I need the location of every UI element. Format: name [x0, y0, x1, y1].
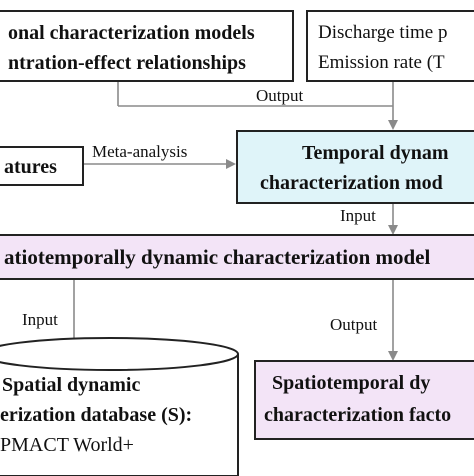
- edge-label-output-bottom: Output: [330, 315, 378, 334]
- edge-label-input-mid: Input: [340, 206, 376, 225]
- edge-label-output-top: Output: [256, 86, 304, 105]
- temporal-models-box: Temporal dynam characterization mod: [236, 130, 474, 204]
- features-line-1: atures: [4, 156, 57, 178]
- traditional-models-line-1: onal characterization models: [8, 22, 255, 44]
- spatial-database-line-2: erization database (S):: [0, 404, 193, 426]
- spatiotemporal-models-box: atiotemporally dynamic characterization …: [0, 234, 474, 280]
- spatial-database-line-1: Spatial dynamic: [2, 374, 141, 396]
- temporal-models-line-1: Temporal dynam: [302, 142, 449, 164]
- discharge-info-box: Discharge time p Emission rate (T: [306, 10, 474, 82]
- spatial-database-line-3: PMACT World+: [0, 434, 134, 456]
- spatial-database-cylinder: Spatial dynamic erization database (S): …: [0, 336, 240, 476]
- edge-label-input-left: Input: [22, 310, 58, 329]
- database-cylinder-shape: [0, 337, 239, 476]
- features-box: atures: [0, 146, 84, 186]
- traditional-models-line-2: ntration-effect relationships: [8, 52, 246, 74]
- spatiotemporal-factors-box: Spatiotemporal dy characterization facto: [254, 360, 474, 440]
- spatiotemporal-factors-line-1: Spatiotemporal dy: [272, 372, 431, 394]
- traditional-models-box: onal characterization models ntration-ef…: [0, 10, 294, 82]
- spatiotemporal-models-line-1: atiotemporally dynamic characterization …: [4, 245, 431, 269]
- discharge-info-line-2: Emission rate (T: [318, 52, 445, 73]
- edge-label-meta-analysis: Meta-analysis: [92, 142, 188, 161]
- spatiotemporal-factors-line-2: characterization facto: [264, 404, 452, 426]
- discharge-info-line-1: Discharge time p: [318, 22, 448, 43]
- temporal-models-line-2: characterization mod: [260, 172, 443, 194]
